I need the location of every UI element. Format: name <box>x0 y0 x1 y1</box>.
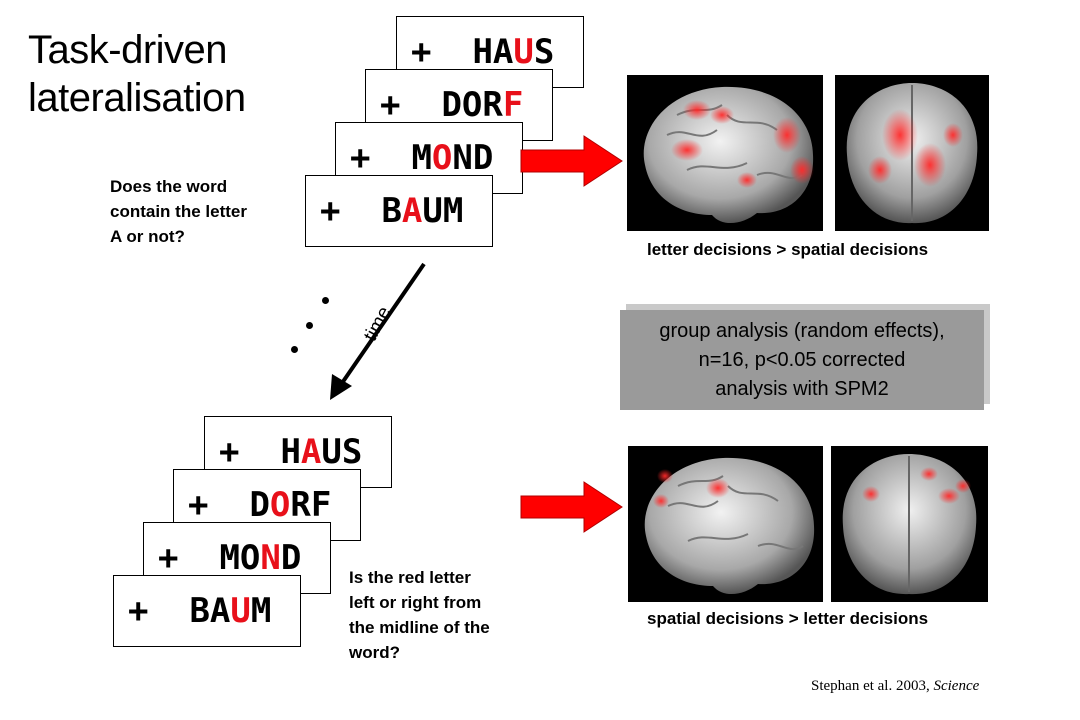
title-line-1: Task-driven <box>28 28 228 72</box>
title-line-2: lateralisation <box>28 76 246 120</box>
spatial-contrast-caption: spatial decisions > letter decisions <box>647 609 929 628</box>
letter-contrast-caption: letter decisions > spatial decisions <box>647 240 929 259</box>
slide-title: Task-driven lateralisation <box>28 26 246 122</box>
reference-citation: Stephan et al. 2003, Science <box>811 678 980 694</box>
brain-posterior-letter-image <box>835 75 989 231</box>
letter-task-card-baum: + BAUM <box>305 175 493 247</box>
red-arrow-bottom <box>520 481 623 533</box>
time-label: time <box>360 303 396 345</box>
ellipsis-dot <box>322 297 329 304</box>
letter-task-question: Does the word contain the letter A or no… <box>110 177 247 246</box>
analysis-note: group analysis (random effects), n=16, p… <box>620 310 984 410</box>
brain-posterior-spatial-image <box>831 446 988 602</box>
ellipsis-dot <box>306 322 313 329</box>
red-arrow-top <box>520 135 623 187</box>
brain-lateral-letter-image <box>627 75 823 231</box>
spatial-task-question: Is the red letter left or right from the… <box>349 568 490 662</box>
ellipsis-dot <box>291 346 298 353</box>
brain-lateral-spatial-image <box>628 446 823 602</box>
spatial-task-card-baum: + BAUM <box>113 575 301 647</box>
